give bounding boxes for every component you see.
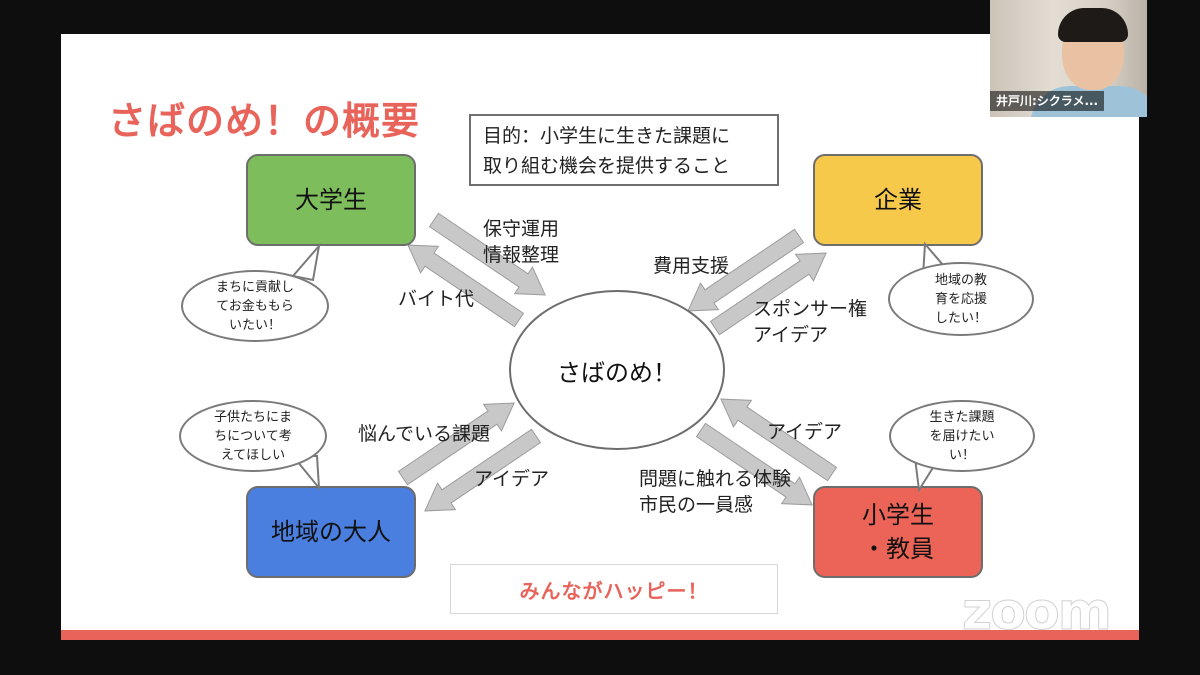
node-school: 小学生 ・教員 [813,486,983,578]
bubble-school: 生きた課題 を届けたい い！ [889,400,1035,472]
participant-name: 井戸川:シクラメ... [990,91,1104,111]
presentation-slide: さばのめ！の概要 目的：小学生に生きた課題に 取り組む機会を提供すること 大学生… [61,34,1139,640]
label-experience: 問題に触れる体験 市民の一員感 [639,466,791,518]
node-university: 大学生 [246,154,416,246]
label-part-time: バイト代 [398,286,474,312]
bubble-university: まちに貢献し てお金ももら いたい！ [181,270,329,342]
label-idea-school: アイデア [767,419,842,445]
node-company: 企業 [813,154,983,246]
label-maintenance: 保守運用 情報整理 [483,216,559,268]
participant-video-tile[interactable]: 井戸川:シクラメ... [990,0,1147,117]
label-idea-locals: アイデア [474,466,549,492]
center-node: さばのめ！ [509,290,725,450]
label-sponsor: スポンサー権 アイデア [753,296,867,348]
label-worries: 悩んでいる課題 [358,421,490,447]
participant-hair [1058,8,1128,42]
bubble-company: 地域の教 育を応援 したい！ [888,262,1034,336]
label-funding: 費用支援 [653,253,729,279]
node-locals: 地域の大人 [246,486,416,578]
zoom-watermark: zoom [962,582,1110,642]
bubble-locals: 子供たちにま ちについて考 えてほしい [179,400,327,472]
footer-message: みんながハッピー！ [450,564,778,614]
